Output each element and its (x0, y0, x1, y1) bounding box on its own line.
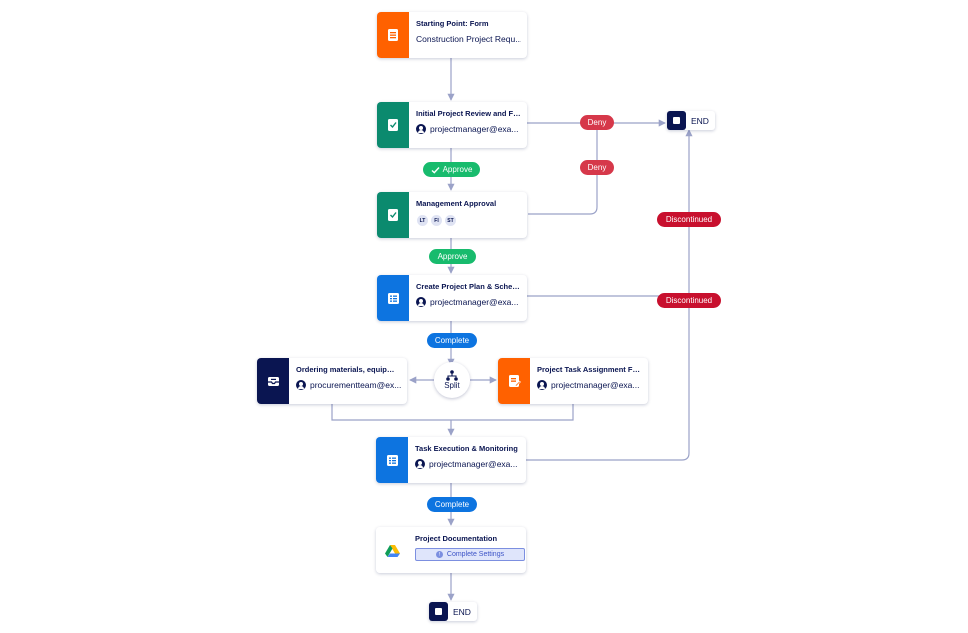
user-avatar-icon (416, 124, 426, 134)
node-title: Management Approval (416, 199, 497, 208)
deny-label: Deny (587, 163, 607, 172)
node-subtitle: Construction Project Requ... (416, 34, 521, 44)
stop-icon (429, 602, 448, 621)
starting-point-form-node[interactable]: Starting Point: Form Construction Projec… (377, 12, 527, 58)
end-node-bottom[interactable]: END (429, 602, 477, 621)
node-title: Create Project Plan & Sched... (416, 282, 521, 291)
approve-pill[interactable]: Approve (429, 249, 476, 264)
deny-label: Deny (587, 118, 607, 127)
approve-icon (431, 166, 440, 174)
end-label: END (691, 115, 709, 126)
ordering-materials-node[interactable]: Ordering materials, equipme... procureme… (257, 358, 407, 404)
user-avatar-icon (415, 459, 425, 469)
split-node[interactable]: Split (434, 362, 470, 398)
assignee-chip: FI (430, 214, 443, 227)
inbox-icon (257, 358, 289, 404)
settings-label: Complete Settings (446, 551, 505, 558)
task-assignment-form-node[interactable]: Project Task Assignment Form projectmana… (498, 358, 648, 404)
node-title: Starting Point: Form (416, 19, 489, 28)
form-edit-icon (498, 358, 530, 404)
node-title: Ordering materials, equipme... (296, 365, 401, 374)
complete-label: Complete (434, 336, 470, 345)
create-plan-node[interactable]: Create Project Plan & Sched... projectma… (377, 275, 527, 321)
approval-icon (377, 102, 409, 148)
table-icon (376, 437, 408, 483)
info-icon: ! (435, 551, 443, 558)
end-node-top[interactable]: END (667, 111, 715, 130)
discontinued-label: Discontinued (665, 215, 713, 224)
google-drive-icon (376, 527, 408, 573)
node-title: Project Documentation (415, 534, 498, 543)
table-icon (377, 275, 409, 321)
approve-pill[interactable]: Approve (423, 162, 480, 177)
discontinued-label: Discontinued (665, 296, 713, 305)
user-avatar-icon (537, 380, 547, 390)
node-title: Task Execution & Monitoring (415, 444, 518, 453)
node-title: Initial Project Review and Fe... (416, 109, 521, 118)
task-execution-node[interactable]: Task Execution & Monitoring projectmanag… (376, 437, 526, 483)
form-icon (377, 12, 409, 58)
discontinued-pill[interactable]: Discontinued (657, 212, 721, 227)
complete-label: Complete (434, 500, 470, 509)
stop-icon (667, 111, 686, 130)
complete-pill[interactable]: Complete (427, 333, 477, 348)
node-assignee: projectmanager@exa... (430, 124, 519, 134)
initial-review-node[interactable]: Initial Project Review and Fe... project… (377, 102, 527, 148)
assignee-chip: ST (444, 214, 457, 227)
node-assignee: procurementteam@ex... (310, 380, 401, 390)
approval-icon (377, 192, 409, 238)
node-assignee: projectmanager@exa... (429, 459, 518, 469)
split-label: Split (444, 381, 460, 390)
project-documentation-node[interactable]: Project Documentation ! Complete Setting… (376, 527, 526, 573)
complete-pill[interactable]: Complete (427, 497, 477, 512)
split-icon (446, 370, 458, 381)
assignee-chips: LT FI ST (416, 214, 521, 227)
discontinued-pill[interactable]: Discontinued (657, 293, 721, 308)
node-title: Project Task Assignment Form (537, 365, 642, 374)
deny-pill[interactable]: Deny (580, 160, 614, 175)
end-label: END (453, 606, 471, 617)
approve-label: Approve (442, 165, 473, 174)
management-approval-node[interactable]: Management Approval LT FI ST (377, 192, 527, 238)
node-assignee: projectmanager@exa... (430, 297, 519, 307)
assignee-chip: LT (416, 214, 429, 227)
node-assignee: projectmanager@exa... (551, 380, 640, 390)
approve-label: Approve (437, 252, 468, 261)
complete-settings-button[interactable]: ! Complete Settings (415, 548, 525, 561)
user-avatar-icon (416, 297, 426, 307)
user-avatar-icon (296, 380, 306, 390)
deny-pill[interactable]: Deny (580, 115, 614, 130)
